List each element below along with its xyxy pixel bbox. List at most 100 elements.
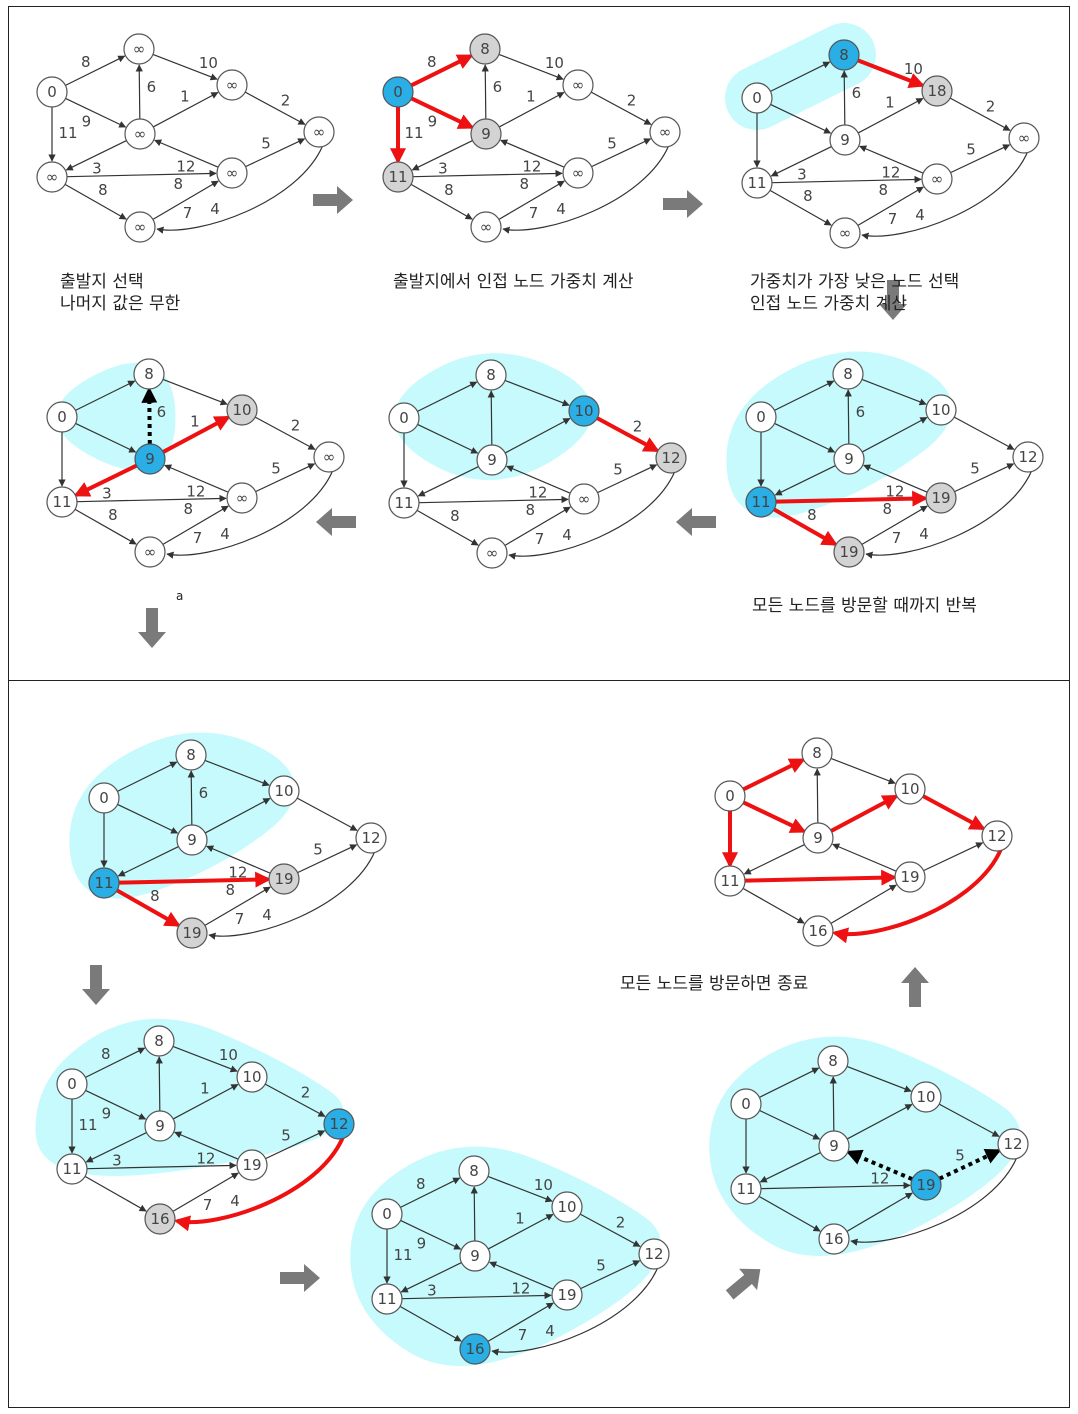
edge-weight-label: 9 <box>428 113 438 131</box>
edge-0-3 <box>742 800 807 833</box>
node-circle <box>458 1155 490 1187</box>
stray-mark: a <box>176 589 183 603</box>
edge-weight-label: 4 <box>262 906 272 924</box>
node-circle <box>568 395 600 427</box>
node-circle <box>268 775 300 807</box>
node-circle <box>459 1333 491 1365</box>
node-distance-label: ∞ <box>134 125 147 143</box>
edge-0-3 <box>65 97 127 128</box>
edge-weight-label: 7 <box>193 529 203 547</box>
node-circle <box>56 1153 88 1185</box>
edge-weight-label: 7 <box>518 1326 528 1344</box>
node-circle <box>832 358 864 390</box>
node-distance-label: ∞ <box>313 123 326 141</box>
node-circle <box>910 1081 942 1113</box>
arrow-right-icon <box>663 190 703 218</box>
node-circle <box>144 1203 176 1235</box>
node-distance-label: ∞ <box>226 76 239 94</box>
node-circle <box>714 780 746 812</box>
edge-weight-label: 2 <box>281 91 291 109</box>
node-circle <box>175 739 207 771</box>
node-circle <box>568 483 600 515</box>
edge-weight-label: 3 <box>427 1281 437 1299</box>
edge-6-3 <box>832 843 897 872</box>
edge-0-1 <box>759 1067 820 1098</box>
edge-6-3 <box>174 1131 239 1160</box>
edge-3-5 <box>411 140 473 171</box>
edge-1-2 <box>846 1065 912 1093</box>
edge-3-1 <box>470 1186 478 1242</box>
edge-weight-label: 2 <box>301 1083 311 1101</box>
edge-weight-label: 3 <box>797 165 807 183</box>
edge-5-6 <box>86 1161 237 1170</box>
edge-3-1 <box>481 64 489 120</box>
edge-1-2 <box>857 58 926 89</box>
edge-5-6 <box>76 494 227 503</box>
node-distance-label: 9 <box>840 131 850 149</box>
caption-step3-line2: 인접 노드 가중치 계산 <box>750 294 907 314</box>
node-circle <box>236 1061 268 1093</box>
edge-3-1 <box>844 389 852 445</box>
node-circle <box>313 441 345 473</box>
visited-region <box>35 1018 343 1176</box>
node-distance-label: 0 <box>752 89 762 107</box>
node-circle <box>46 401 78 433</box>
node-circle <box>476 537 508 569</box>
edge-3-1 <box>487 390 495 446</box>
edge-0-3 <box>117 803 179 834</box>
edge-3-2 <box>152 91 219 128</box>
node-distance-label: 12 <box>361 829 380 847</box>
edge-6-4 <box>297 844 358 874</box>
edge-weight-label: 2 <box>633 417 643 435</box>
node-distance-label: 10 <box>557 1198 576 1216</box>
edge-5-6 <box>401 1291 552 1300</box>
edge-5-7 <box>769 189 832 226</box>
edge-3-2 <box>162 415 231 454</box>
node-distance-label: 9 <box>844 450 854 468</box>
node-circle <box>714 865 746 897</box>
caption-step1-line1: 출발지 선택 <box>60 272 144 292</box>
node-distance-label: 8 <box>486 366 496 384</box>
edge-weight-label: 5 <box>955 1147 965 1165</box>
caption-step1-line2: 나머지 값은 무한 <box>60 294 181 314</box>
node-distance-label: ∞ <box>133 40 146 58</box>
edge-weight-label: 4 <box>230 1192 240 1210</box>
node-distance-label: 9 <box>155 1117 165 1135</box>
edge-weight-label: 5 <box>313 841 323 859</box>
edge-3-1 <box>829 1076 837 1132</box>
node-distance-label: ∞ <box>134 218 147 236</box>
edge-weight-label: 4 <box>556 200 566 218</box>
node-circle <box>459 1240 491 1272</box>
node-circle <box>46 486 78 518</box>
node-circle <box>371 1283 403 1315</box>
edge-weight-label: 8 <box>427 53 437 71</box>
caption-repeat: 모든 노드를 방문할 때까지 반복 <box>752 596 977 616</box>
arrow-right-icon <box>280 1264 320 1292</box>
edge-5-6 <box>118 871 272 888</box>
node-distance-label: 8 <box>186 746 196 764</box>
node-circle <box>833 443 865 475</box>
arrow-left-icon <box>316 508 356 536</box>
edge-3-2 <box>204 797 271 834</box>
edge-2-4 <box>596 416 660 453</box>
node-circle <box>997 1128 1029 1160</box>
caption-step3-line1: 가중치가 가장 낮은 노드 선택 <box>750 272 959 292</box>
edge-1-2 <box>162 378 228 406</box>
edge-3-1 <box>187 770 195 826</box>
edge-0-1 <box>400 1177 461 1208</box>
node-circle <box>745 401 777 433</box>
edge-0-3 <box>417 423 479 454</box>
node-distance-label: ∞ <box>572 164 585 182</box>
node-distance-label: 19 <box>242 1156 261 1174</box>
edge-weight-label: 11 <box>404 124 423 142</box>
node-distance-label: 16 <box>824 1230 843 1248</box>
node-distance-label: 10 <box>274 782 293 800</box>
node-distance-label: 9 <box>470 1247 480 1265</box>
step-arrows-layer <box>82 186 929 1300</box>
caption-step2: 출발지에서 인접 노드 가중치 계산 <box>393 272 634 292</box>
edge-3-1 <box>135 64 143 120</box>
node-circle <box>1012 441 1044 473</box>
